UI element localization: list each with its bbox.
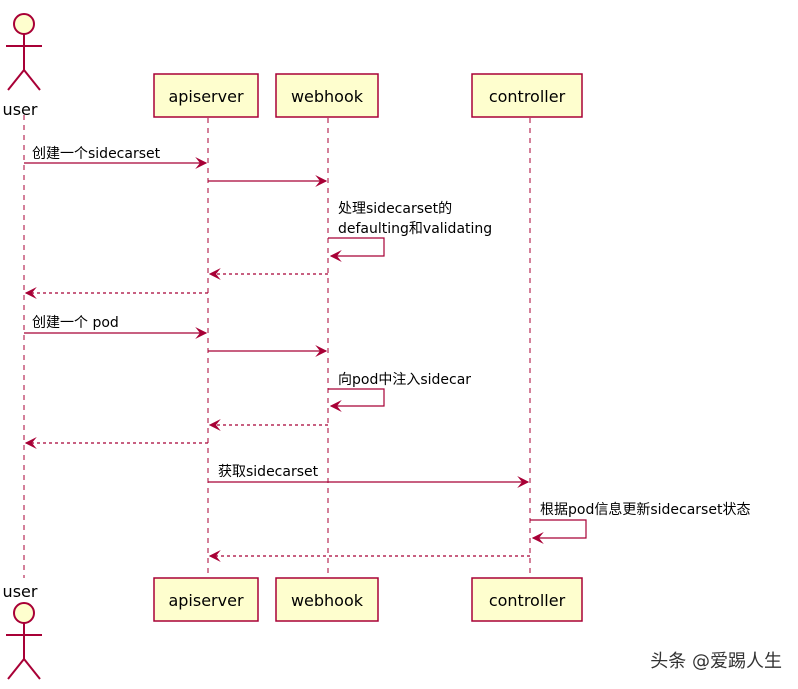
message-label-1: 创建一个sidecarset [32,146,161,162]
actor-head-icon [13,13,35,35]
participant-webhook-top: webhook [275,73,379,118]
message-label-6: 创建一个 pod [32,315,119,331]
participant-label-controller-bottom: controller [489,591,566,610]
actor-user-bottom: user [3,582,42,680]
participant-label-webhook-top: webhook [291,87,364,106]
participant-label-webhook-bottom: webhook [291,591,364,610]
actor-user-top: user [3,13,42,119]
participant-apiserver-bottom: apiserver [153,577,259,622]
message-arrow-12 [530,519,587,544]
participant-controller-bottom: controller [471,577,583,622]
participant-label-apiserver-bottom: apiserver [168,591,243,610]
message-arrow-8 [328,388,385,412]
message-label-8: 向pod中注入sidecar [338,372,471,388]
participant-apiserver-top: apiserver [153,73,259,118]
participant-webhook-bottom: webhook [275,577,379,622]
actor-head-icon [13,602,35,624]
actor-label-user-bottom: user [3,582,38,601]
participant-label-apiserver-top: apiserver [168,87,243,106]
message-arrow-3 [328,237,385,262]
watermark: 头条 @爱踢人生 [650,651,782,672]
message-label-3b: defaulting和validating [338,221,492,237]
participant-label-controller-top: controller [489,87,566,106]
message-label-11: 获取sidecarset [218,464,319,480]
message-label-12: 根据pod信息更新sidecarset状态 [540,501,750,518]
actor-label-user-top: user [3,100,38,119]
message-label-3a: 处理sidecarset的 [338,201,452,217]
participant-controller-top: controller [471,73,583,118]
